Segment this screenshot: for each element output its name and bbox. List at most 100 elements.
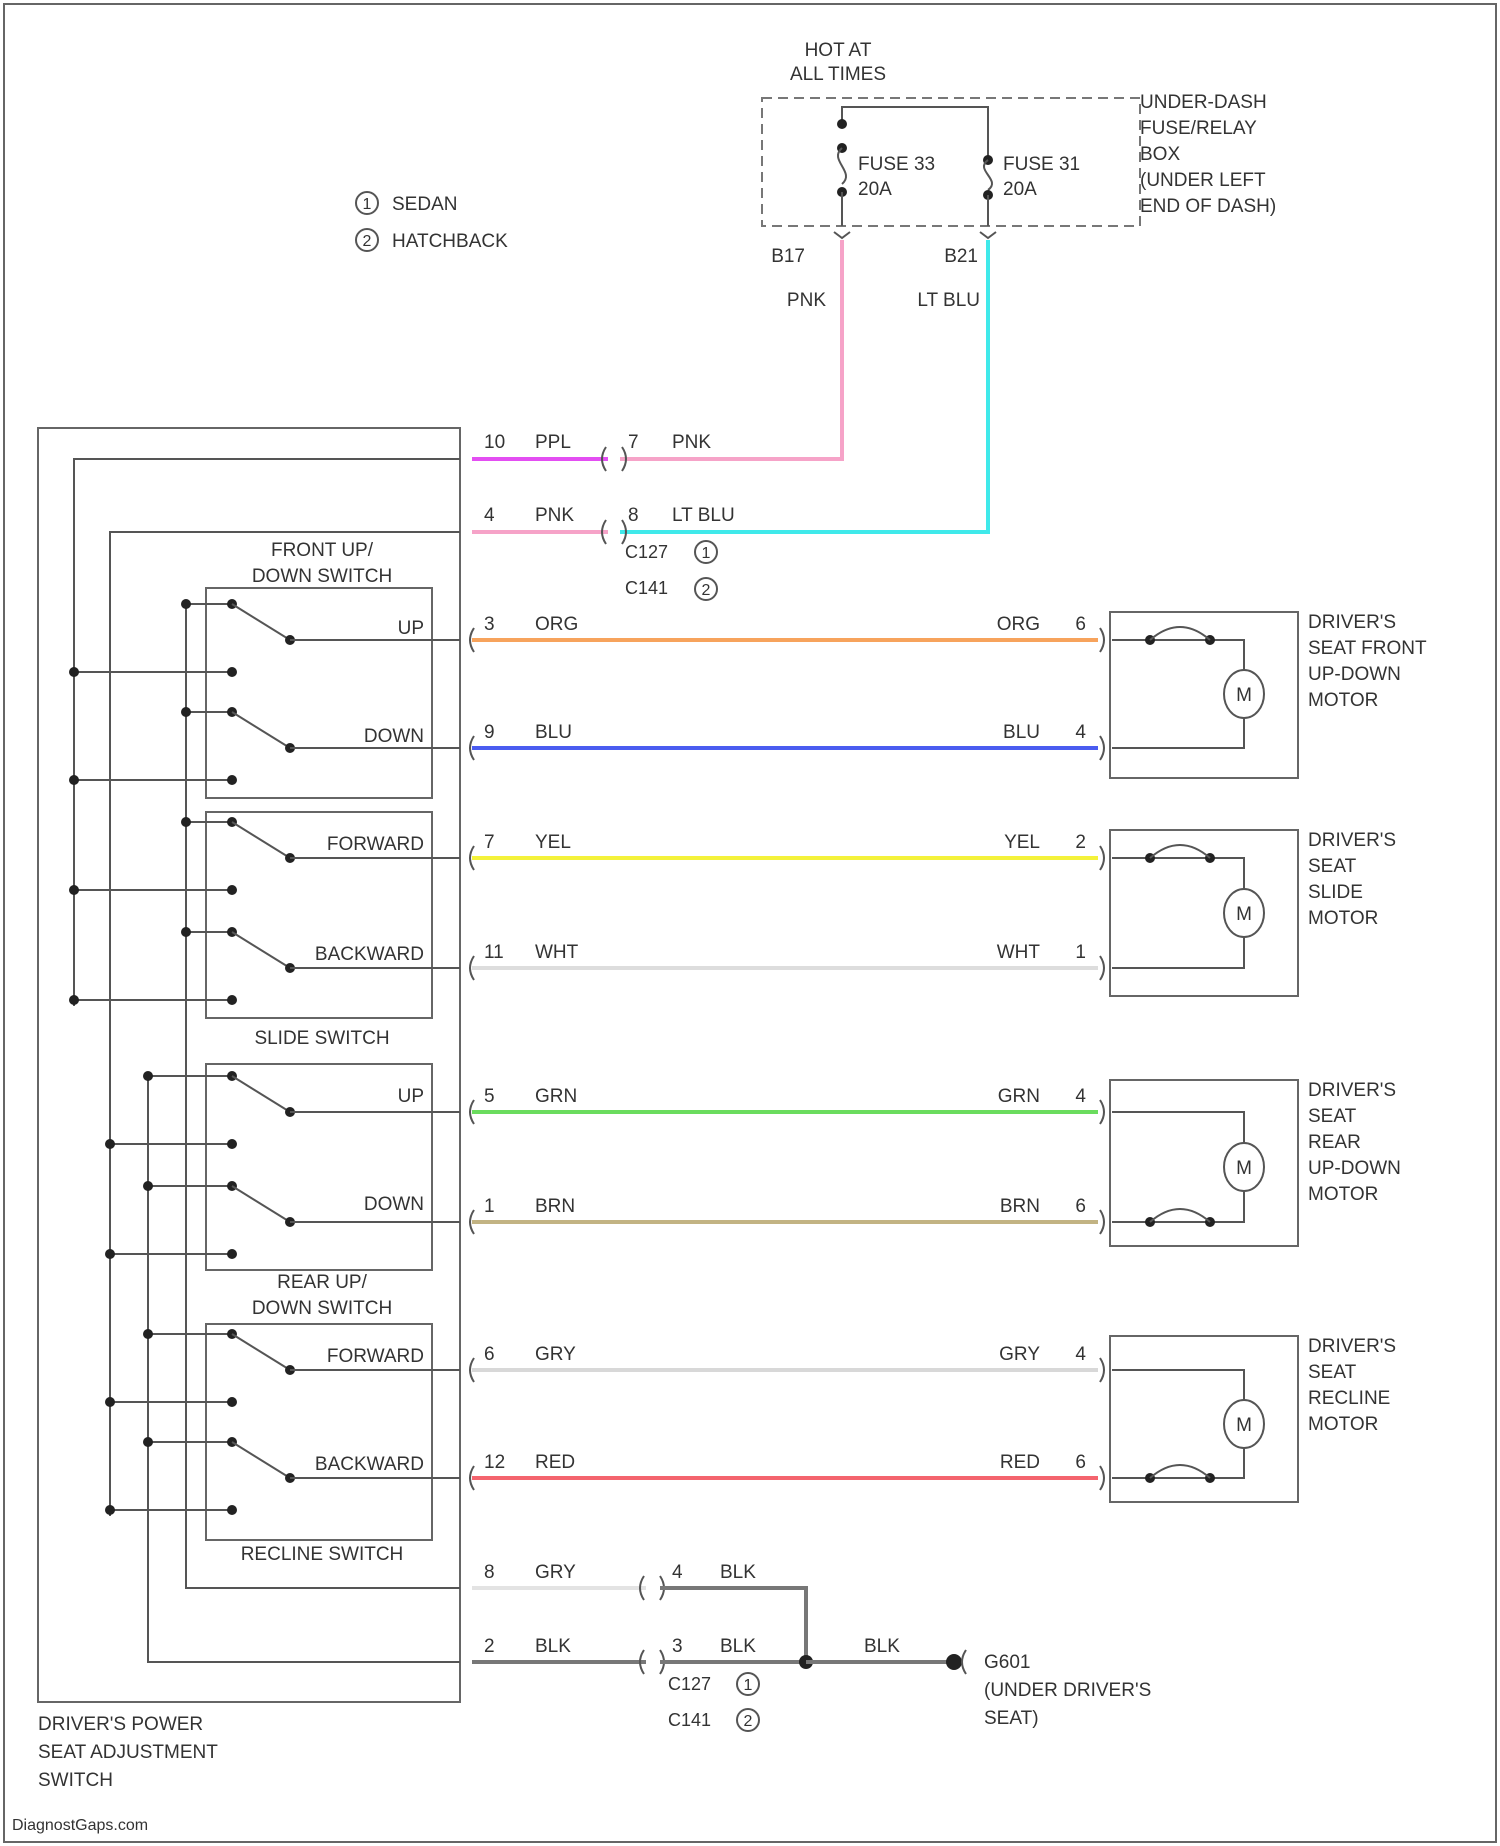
motor-lead-bottom: [1112, 716, 1244, 748]
wire-color-pnk-lower: PNK: [535, 505, 574, 526]
connector-pin-3: 3: [672, 1636, 683, 1657]
motor-label-line: MOTOR: [1308, 690, 1378, 711]
bus-junction: [181, 599, 191, 609]
fuse-relay-box: HOT AT ALL TIMES FUSE 33 20A FUSE 31 20A…: [762, 40, 1276, 311]
motor-wire-switch-pin: 1: [484, 1196, 495, 1217]
recline-switch-label: RECLINE SWITCH: [241, 1544, 404, 1565]
contact-down-rear: DOWN: [364, 1194, 424, 1215]
motor-wire-color-right: BRN: [1000, 1196, 1040, 1217]
motor-label-line: MOTOR: [1308, 908, 1378, 929]
motor-lead-bottom: [1112, 1189, 1244, 1222]
fuse-box-label-4: (UNDER LEFT: [1140, 170, 1266, 191]
motor-label-line: SEAT: [1308, 856, 1357, 877]
motor-wire-color: BLU: [535, 722, 572, 743]
motor-wire-color: BRN: [535, 1196, 575, 1217]
contact-rest: [227, 1505, 237, 1515]
switch-blade: [232, 1442, 290, 1478]
motor-label-line: SEAT: [1308, 1106, 1357, 1127]
motor-lead-top: [1112, 640, 1244, 672]
motor-label-line: SEAT: [1308, 1362, 1357, 1383]
bus-junction: [105, 1397, 115, 1407]
fuse-box-outline: [762, 98, 1140, 226]
circuit-breaker-icon: [1150, 627, 1210, 640]
seat-adjustment-switch: FRONT UP/ DOWN SWITCH SLIDE SWITCH REAR …: [38, 428, 460, 1791]
front-switch-label-1: FRONT UP/: [271, 540, 374, 561]
motor-wire-color: YEL: [535, 832, 571, 853]
rear-switch-label-2: DOWN SWITCH: [252, 1298, 392, 1319]
power-feed-wires: 10 PPL 7 PNK 4 PNK 8 LT BLU C127 1 C141 …: [472, 240, 988, 600]
motor-lead-top: [1112, 1370, 1244, 1402]
motor-label-line: MOTOR: [1308, 1184, 1378, 1205]
wire-connector-right: [1100, 1100, 1104, 1124]
motor-wire-color-right: BLU: [1003, 722, 1040, 743]
motor-wire-switch-pin: 11: [484, 942, 504, 963]
fuse-box-label-3: BOX: [1140, 144, 1180, 165]
motor-wire-color: ORG: [535, 614, 578, 635]
wire-pnk-feed: [620, 240, 842, 459]
contact-rest: [227, 1139, 237, 1149]
bus-junction: [69, 885, 79, 895]
contact-up-rear: UP: [398, 1086, 424, 1107]
fuse-33-name: FUSE 33: [858, 154, 935, 175]
motor-wire-switch-pin: 3: [484, 614, 495, 635]
bus-junction: [143, 1181, 153, 1191]
ground-id: G601: [984, 1652, 1030, 1673]
hot-at-label-1: HOT AT: [805, 40, 872, 61]
motor-label-line: REAR: [1308, 1132, 1361, 1153]
wire-color-blk-switch: BLK: [535, 1636, 571, 1657]
motor-lead-top: [1112, 858, 1244, 891]
wire-color-pnk-upper: PNK: [672, 432, 711, 453]
motor-wire-color: GRN: [535, 1086, 577, 1107]
switch-pin-10: 10: [484, 432, 505, 453]
switch-blade: [232, 932, 290, 968]
motor-wire-switch-pin: 12: [484, 1452, 505, 1473]
motor-symbol: M: [1236, 685, 1252, 706]
motor-pin: 4: [1075, 722, 1086, 743]
slide-switch-label: SLIDE SWITCH: [254, 1028, 389, 1049]
motor-wire-switch-pin: 6: [484, 1344, 495, 1365]
wire-ltblu-feed: [620, 240, 988, 532]
motor-pin: 4: [1075, 1344, 1086, 1365]
motor-label-line: MOTOR: [1308, 1414, 1378, 1435]
wire-color-ppl: PPL: [535, 432, 571, 453]
motor-lead-top: [1112, 1112, 1244, 1145]
front-switch-label-2: DOWN SWITCH: [252, 566, 392, 587]
contact-rest: [227, 995, 237, 1005]
motor-pin: 4: [1075, 1086, 1086, 1107]
hot-at-label-2: ALL TIMES: [790, 64, 886, 85]
bus-junction: [69, 775, 79, 785]
fuse-box-label-5: END OF DASH): [1140, 196, 1276, 217]
motor-pin: 2: [1075, 832, 1086, 853]
motor-label-line: SEAT FRONT: [1308, 638, 1427, 659]
circuit-breaker-icon: [1150, 1465, 1210, 1478]
fuse-31-wire-color: LT BLU: [917, 290, 980, 311]
ground-location-1: (UNDER DRIVER'S: [984, 1680, 1151, 1701]
bus-junction: [105, 1139, 115, 1149]
connector-c141-upper-number: 2: [702, 582, 711, 599]
motor-pin: 6: [1075, 1196, 1086, 1217]
circuit-breaker-icon: [1150, 845, 1210, 858]
motor-wire-color: GRY: [535, 1344, 576, 1365]
motor-label-line: DRIVER'S: [1308, 1336, 1396, 1357]
connector-pin-8: 8: [628, 505, 639, 526]
contact-backward-slide: BACKWARD: [315, 944, 424, 965]
wire-connector-right: [1100, 736, 1104, 760]
connector-c127-upper: C127: [625, 542, 668, 562]
legend-sedan: SEDAN: [392, 194, 457, 215]
legend-hatchback: HATCHBACK: [392, 231, 508, 252]
bus-junction: [105, 1505, 115, 1515]
motor-wire-color-right: YEL: [1004, 832, 1040, 853]
motor-lead-bottom: [1112, 1446, 1244, 1478]
motor-symbol: M: [1236, 1415, 1252, 1436]
motor-wire-color: RED: [535, 1452, 575, 1473]
ground-circuit: 8 GRY 4 BLK 2 BLK 3 BLK BLK C127 1 C141 …: [472, 1562, 1151, 1731]
motor-symbol: M: [1236, 904, 1252, 925]
motor-label-line: SLIDE: [1308, 882, 1363, 903]
wire-connector-right: [1100, 956, 1104, 980]
motor-pin: 6: [1075, 1452, 1086, 1473]
motor-wire-color-right: RED: [1000, 1452, 1040, 1473]
motor-pin: 1: [1075, 942, 1086, 963]
bus-pnk: [110, 532, 460, 1516]
